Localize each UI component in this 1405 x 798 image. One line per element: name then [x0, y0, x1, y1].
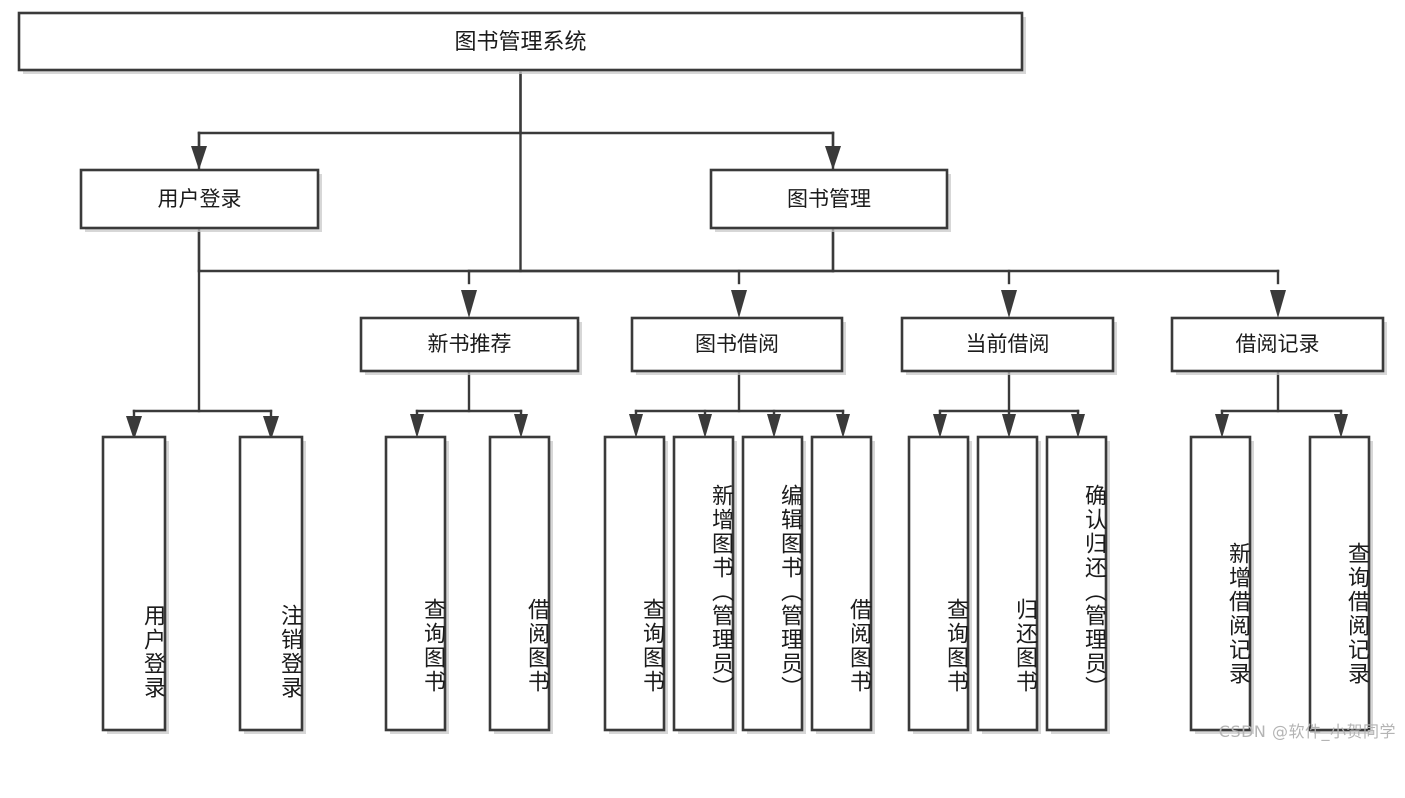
- arrow-leaf-borrow-book-2: [836, 414, 850, 438]
- node-leaf-query-book-2-box[interactable]: [603, 435, 666, 732]
- node-leaf-user-logout-box[interactable]: [238, 435, 304, 732]
- flowchart-canvas: 图书管理系统 用户登录 图书管理 新书推荐 图书借阅 当前借阅 借阅记录 用户登…: [17, 11, 1396, 741]
- node-root-box[interactable]: [17, 11, 1024, 72]
- arrow-book-manage: [825, 146, 841, 170]
- node-leaf-confirm-return-box[interactable]: [1045, 435, 1108, 732]
- arrow-leaf-return-book: [1002, 414, 1016, 438]
- node-current-borrow-box[interactable]: [900, 316, 1115, 373]
- arrow-leaf-query-book-1: [410, 414, 424, 438]
- node-leaf-query-book-1-box[interactable]: [384, 435, 447, 732]
- node-book-manage-label: 图书管理: [787, 187, 871, 211]
- node-new-book-rec-box[interactable]: [359, 316, 580, 373]
- node-book-borrow-box[interactable]: [630, 316, 844, 373]
- node-root-label: 图书管理系统: [454, 30, 586, 55]
- node-leaf-borrow-book-2-box[interactable]: [810, 435, 873, 732]
- arrow-book-borrow: [731, 290, 747, 318]
- arrow-user-login: [191, 146, 207, 170]
- arrow-leaf-query-record: [1334, 414, 1348, 438]
- arrow-leaf-user-login: [126, 416, 142, 440]
- node-leaf-borrow-book-1-box[interactable]: [488, 435, 551, 732]
- node-borrow-record-label: 借阅记录: [1236, 332, 1320, 356]
- arrow-leaf-query-book-2: [629, 414, 643, 438]
- csdn-watermark: CSDN @软件_小贺同学: [1218, 722, 1396, 741]
- node-leaf-user-login-box[interactable]: [101, 435, 167, 732]
- arrow-leaf-confirm-return: [1071, 414, 1085, 438]
- node-leaf-add-record-box[interactable]: [1189, 435, 1252, 732]
- node-user-login-box[interactable]: [79, 168, 320, 230]
- node-leaf-query-book-3-box[interactable]: [907, 435, 970, 732]
- node-user-login-label: 用户登录: [158, 187, 242, 211]
- arrow-leaf-edit-book: [767, 414, 781, 438]
- node-leaf-query-record-box[interactable]: [1308, 435, 1371, 732]
- flowchart-svg: 图书管理系统 用户登录 图书管理 新书推荐 图书借阅 当前借阅 借阅记录: [17, 11, 1387, 734]
- arrow-borrow-record: [1270, 290, 1286, 318]
- edges-layer: [126, 71, 1348, 440]
- node-borrow-record-box[interactable]: [1170, 316, 1385, 373]
- arrow-leaf-borrow-book-1: [514, 414, 528, 438]
- arrow-new-book-rec: [461, 290, 477, 318]
- node-leaf-edit-book-box[interactable]: [741, 435, 804, 732]
- arrow-leaf-add-book: [698, 414, 712, 438]
- nodes-layer: [17, 11, 1387, 734]
- arrow-leaf-add-record: [1215, 414, 1229, 438]
- arrow-leaf-query-book-3: [933, 414, 947, 438]
- arrow-current-borrow: [1001, 290, 1017, 318]
- node-book-borrow-label: 图书借阅: [695, 332, 779, 356]
- node-current-borrow-label: 当前借阅: [966, 332, 1050, 356]
- horizontal-labels-layer: 图书管理系统 用户登录 图书管理 新书推荐 图书借阅 当前借阅 借阅记录: [158, 30, 1320, 356]
- node-book-manage-box[interactable]: [709, 168, 949, 230]
- arrow-leaf-user-logout: [263, 416, 279, 440]
- node-leaf-add-book-box[interactable]: [672, 435, 735, 732]
- node-leaf-return-book-box[interactable]: [976, 435, 1039, 732]
- node-new-book-rec-label: 新书推荐: [428, 332, 512, 356]
